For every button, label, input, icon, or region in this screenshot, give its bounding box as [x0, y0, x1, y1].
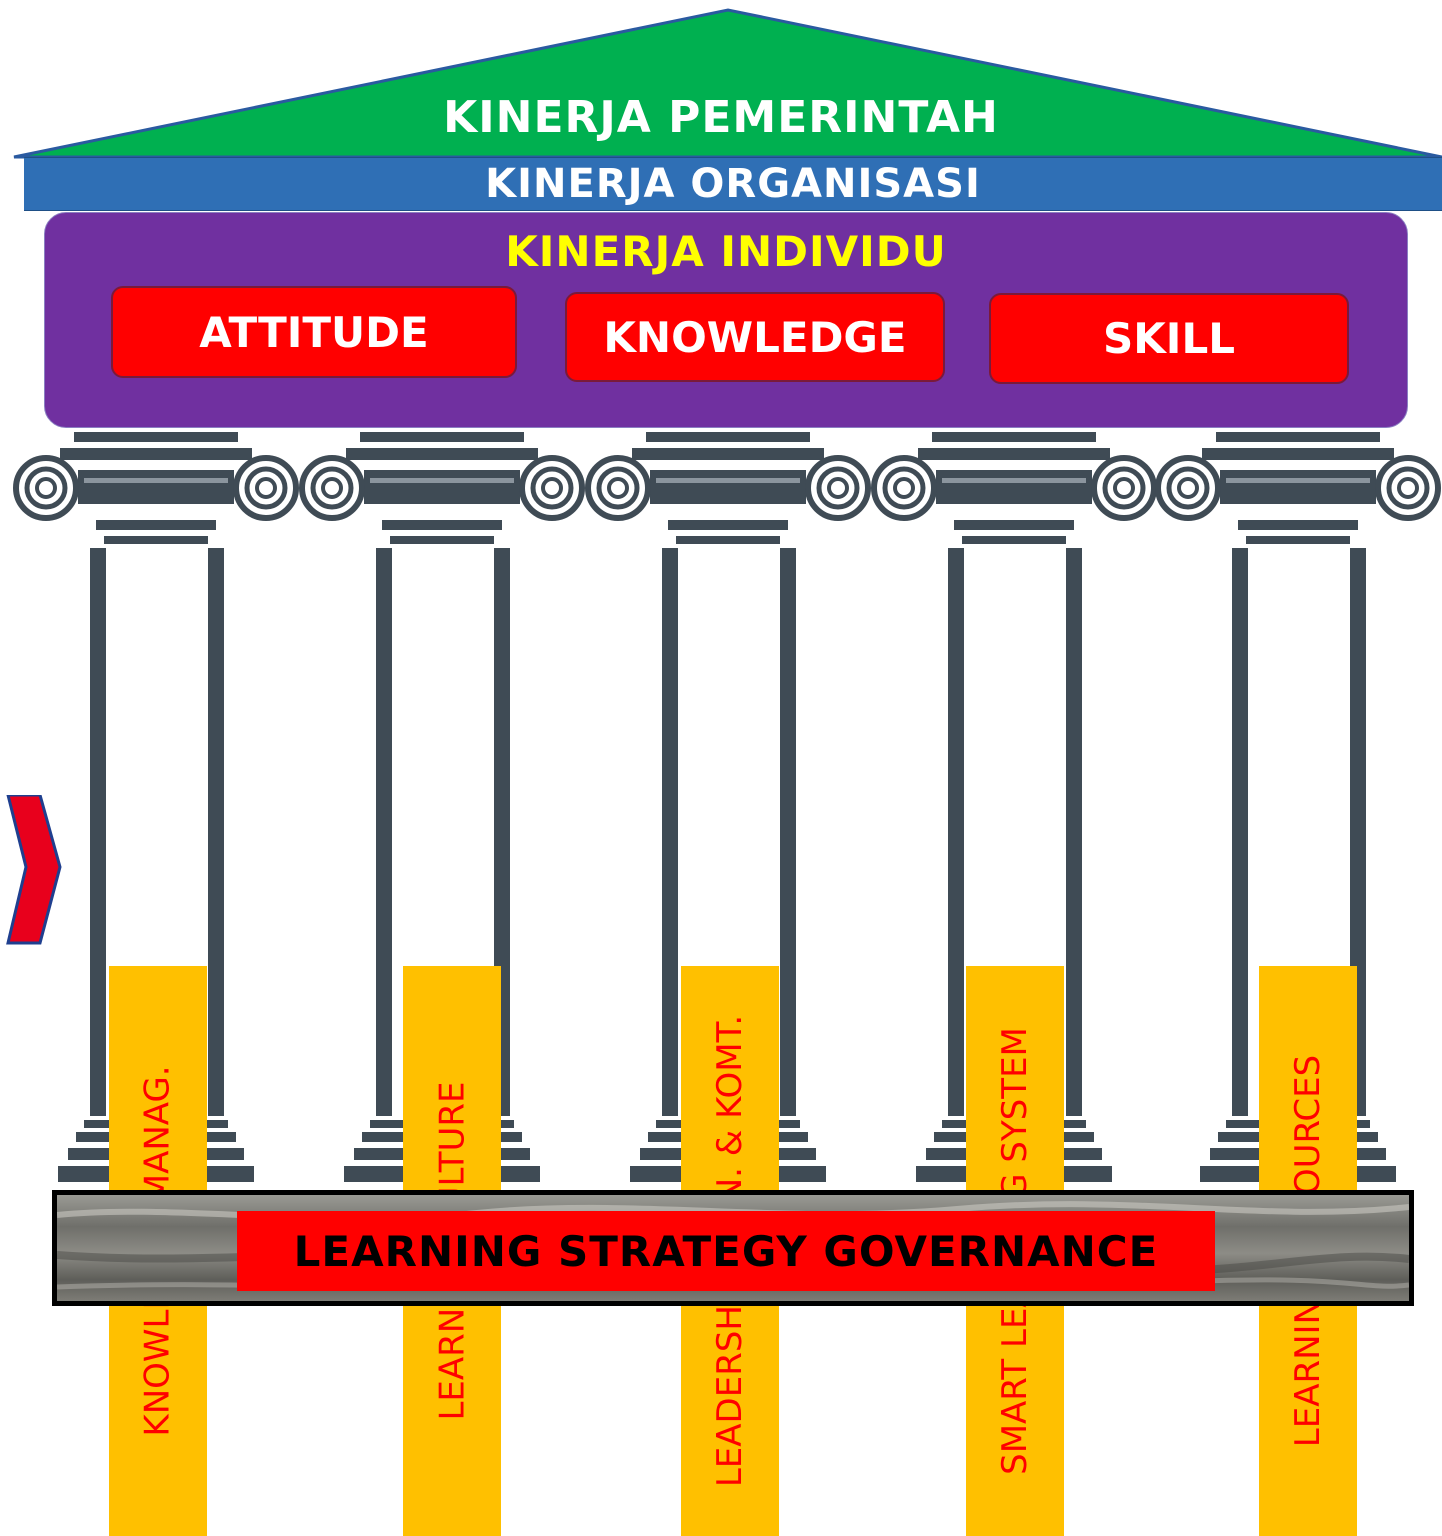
- individual-title: KINERJA INDIVIDU: [505, 227, 947, 276]
- competency-attitude: ATTITUDE: [111, 286, 517, 378]
- chevron-right-icon: [6, 795, 62, 945]
- pillar-4: SMART LEARNING SYSTEM: [870, 420, 1158, 1536]
- organisation-title: KINERJA ORGANISASI: [485, 161, 981, 207]
- organisation-band: KINERJA ORGANISASI: [24, 157, 1442, 211]
- competency-knowledge: KNOWLEDGE: [565, 292, 945, 382]
- foundation-title: LEARNING STRATEGY GOVERNANCE: [237, 1211, 1215, 1291]
- pillar-3: LEADERSHIP OWN. & KOMT.: [584, 420, 872, 1536]
- roof-title: KINERJA PEMERINTAH: [443, 92, 999, 143]
- pillar-5: LEARNING RESOURCES: [1154, 420, 1442, 1536]
- pillar-2: LEARNING CULTURE: [298, 420, 586, 1536]
- competency-skill: SKILL: [989, 293, 1349, 384]
- foundation-base: LEARNING STRATEGY GOVERNANCE: [52, 1190, 1414, 1306]
